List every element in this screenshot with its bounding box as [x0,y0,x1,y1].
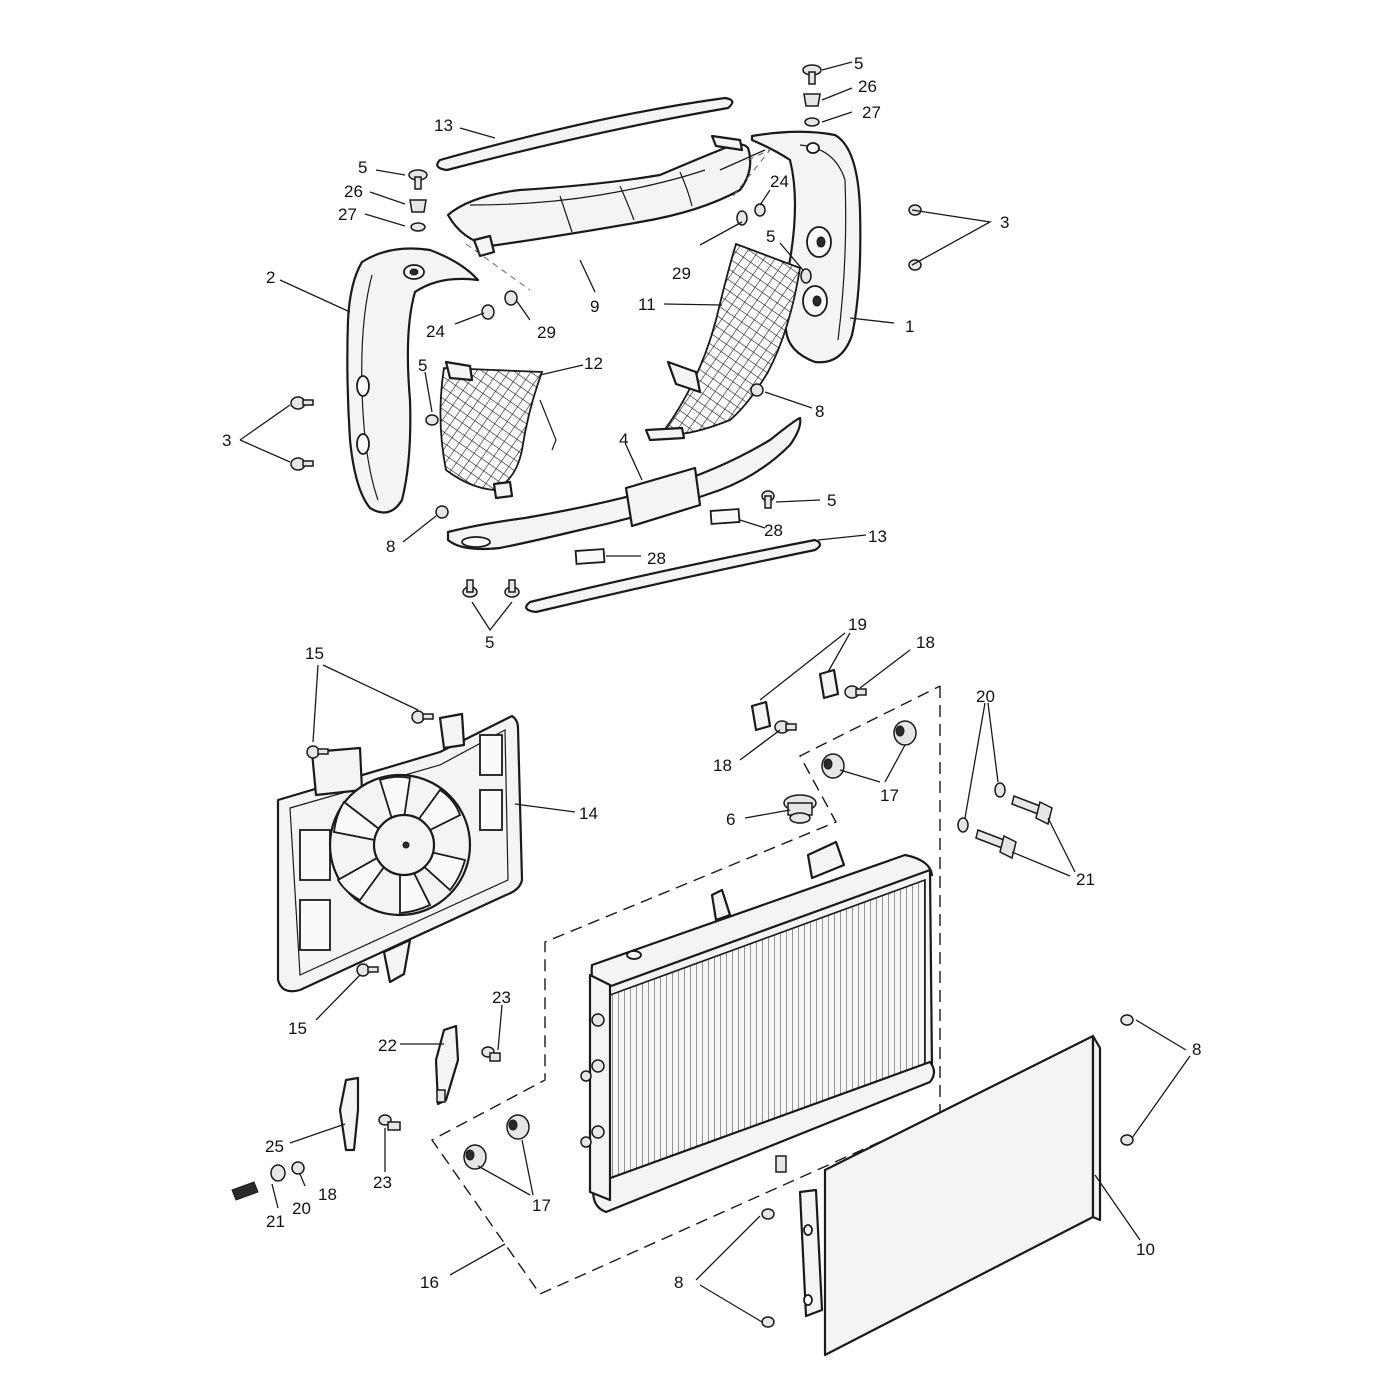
callout-17: 17 [880,786,899,805]
callout-18: 18 [713,756,732,775]
callout-16: 16 [420,1273,439,1292]
callout-25: 25 [265,1137,284,1156]
side-panel-left [346,247,480,514]
mounting-bolts-lower-left [231,1161,305,1201]
rubber-grommets [463,720,917,1170]
callout-5: 5 [358,158,367,177]
callout-3: 3 [1000,213,1009,232]
callout-19: 19 [848,615,867,634]
callout-12: 12 [584,354,603,373]
radiator [580,840,936,1214]
callout-20: 20 [292,1199,311,1218]
top-cowl [446,134,771,291]
mounting-bolts-right [957,782,1053,860]
callout-5: 5 [766,227,775,246]
condenser-panel [798,1034,1102,1357]
callout-28: 28 [764,521,783,540]
callout-1: 1 [905,317,914,336]
callout-21: 21 [1076,870,1095,889]
callout-13: 13 [868,527,887,546]
callout-11: 11 [638,295,656,314]
callout-22: 22 [378,1036,397,1055]
callout-14: 14 [579,804,598,823]
callout-29: 29 [672,264,691,283]
clips-and-screws [750,668,867,734]
callout-8: 8 [815,402,824,421]
callout-5: 5 [827,491,836,510]
radiator-cap [783,794,817,824]
foam-pad-right [709,508,741,525]
callout-15: 15 [305,644,324,663]
mesh-grille-right [644,242,802,442]
callout-27: 27 [862,103,881,122]
callout-24: 24 [426,322,445,341]
callout-6: 6 [726,810,735,829]
callout-23: 23 [373,1173,392,1192]
callout-15: 15 [288,1019,307,1038]
callout-20: 20 [976,687,995,706]
callout-27: 27 [338,205,357,224]
callout-18: 18 [318,1185,337,1204]
seal-strip-top [436,96,734,172]
callout-21: 21 [266,1212,285,1231]
side-panel-right [750,130,862,364]
callout-29: 29 [537,323,556,342]
condenser-fasteners [761,1014,1134,1328]
callout-23: 23 [492,988,511,1007]
radiator-assembly-boundary [430,685,941,1295]
callout-labels: 5 26 27 13 5 26 27 24 3 2 9 29 5 24 29 1… [222,54,1201,1292]
callout-8: 8 [1192,1040,1201,1059]
foam-pad-left [574,548,606,565]
callout-4: 4 [619,430,628,449]
mesh-grille-left [439,360,557,500]
callout-18: 18 [916,633,935,652]
callout-28: 28 [647,549,666,568]
callout-5: 5 [854,54,863,73]
callout-24: 24 [770,172,789,191]
callout-5: 5 [418,356,427,375]
lower-cowl [446,416,802,551]
callout-8: 8 [674,1273,683,1292]
callout-17: 17 [532,1196,551,1215]
callout-5: 5 [485,633,494,652]
callout-9: 9 [590,297,599,316]
callout-3: 3 [222,431,231,450]
upper-fasteners [290,64,922,598]
fan-fasteners [306,710,434,977]
callout-8: 8 [386,537,395,556]
brackets-lower-left [338,1024,501,1152]
callout-26: 26 [344,182,363,201]
callout-2: 2 [266,268,275,287]
leader-lines [239,61,1191,1323]
fan-shroud [276,712,524,993]
callout-26: 26 [858,77,877,96]
callout-13: 13 [434,116,453,135]
seal-strip-bottom [525,538,822,614]
callout-10: 10 [1136,1240,1155,1259]
